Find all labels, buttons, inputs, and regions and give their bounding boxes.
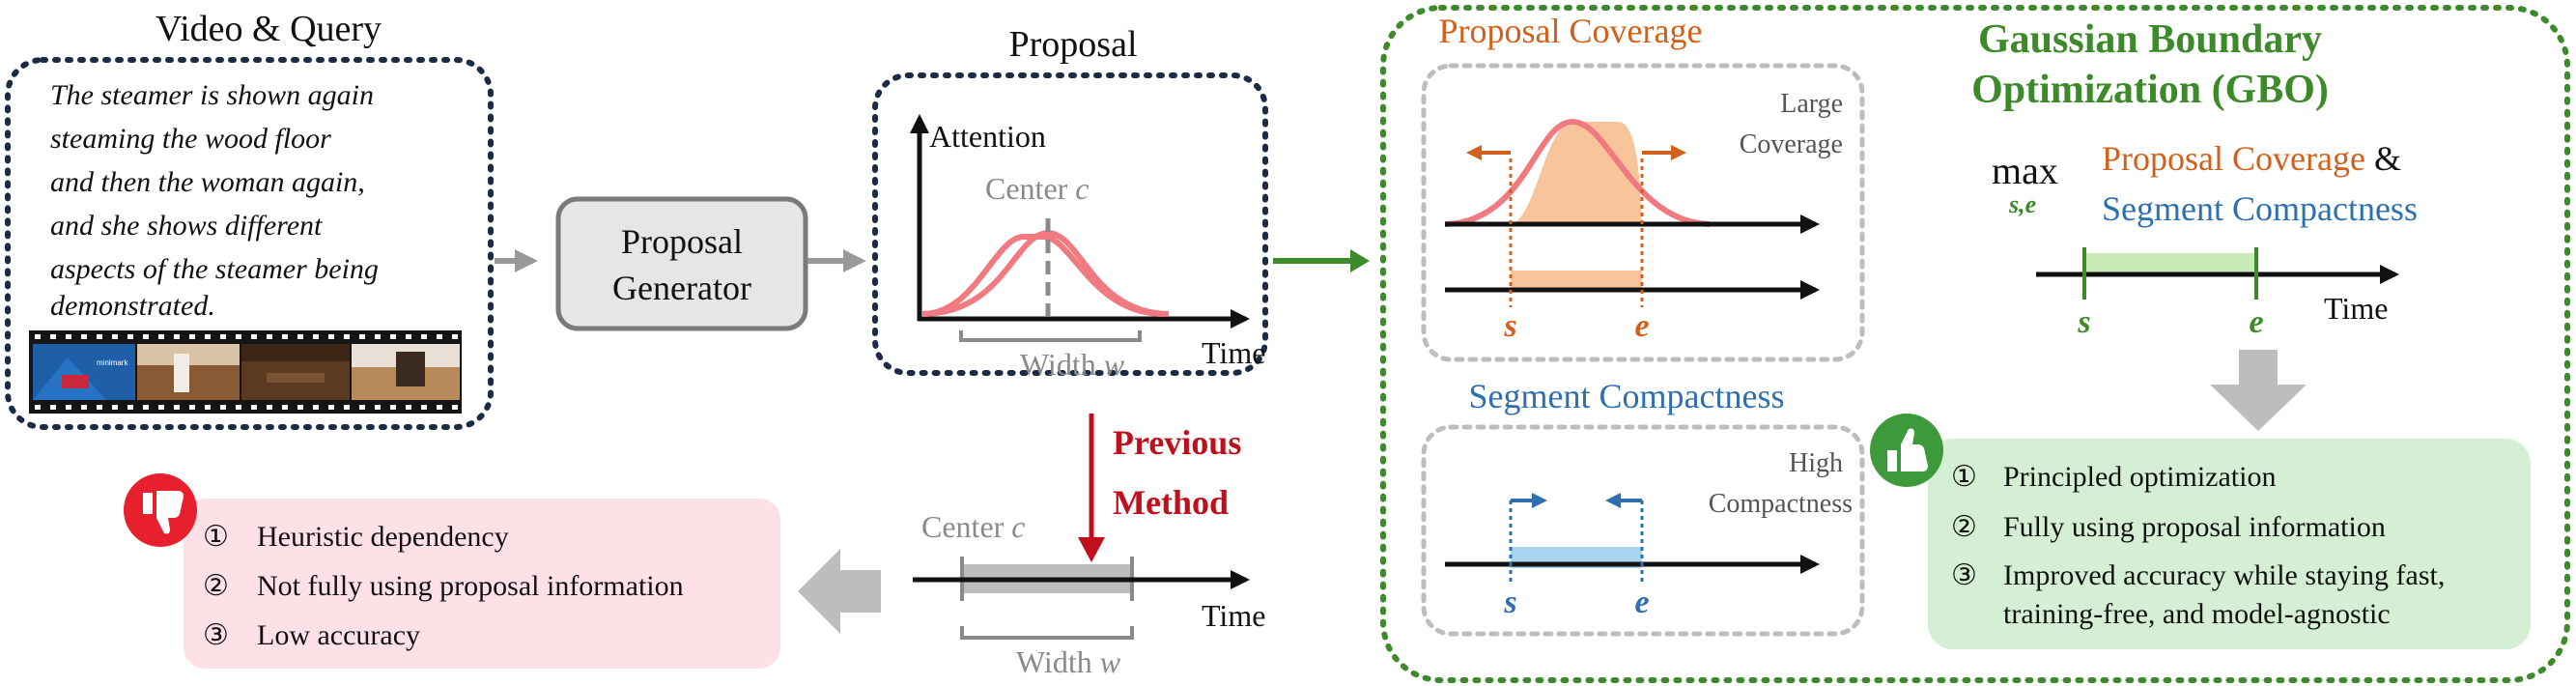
width-label: Width w bbox=[1020, 347, 1125, 382]
compactness-s-label: s bbox=[1503, 585, 1516, 620]
proposal-title: Proposal bbox=[1009, 24, 1138, 65]
cons-text: Low accuracy bbox=[257, 619, 420, 651]
previous-time-label: Time bbox=[1202, 598, 1265, 633]
thumbs-down-icon bbox=[124, 473, 197, 547]
previous-method-label: Method bbox=[1113, 483, 1229, 522]
coverage-label: Coverage bbox=[1740, 129, 1843, 159]
coverage-segment bbox=[1511, 271, 1642, 292]
coverage-gaussian bbox=[1444, 118, 1711, 227]
query-line: The steamer is shown again bbox=[50, 79, 374, 111]
cons-number: ③ bbox=[203, 619, 229, 651]
video-filmstrip: minimark bbox=[29, 330, 462, 414]
gbo-pros-list: ① Principled optimization ② Fully using … bbox=[1951, 461, 2445, 630]
objective-term-compactness: Segment Compactness bbox=[2102, 189, 2418, 228]
video-frame: minimark bbox=[33, 344, 135, 400]
query-line: steaming the wood floor bbox=[50, 123, 331, 155]
proposal-generator-label: Generator bbox=[612, 269, 751, 307]
coverage-label: Large bbox=[1780, 89, 1843, 119]
coverage-s-label: s bbox=[1503, 308, 1516, 344]
gbo-title: Gaussian Boundary bbox=[1978, 17, 2322, 62]
compactness-e-label: e bbox=[1634, 585, 1649, 620]
pros-text: Improved accuracy while staying fast, bbox=[2003, 559, 2445, 591]
video-frame bbox=[352, 344, 460, 400]
cons-number: ② bbox=[203, 570, 229, 602]
center-label: Center c bbox=[985, 171, 1090, 206]
query-text: The steamer is shown again steaming the … bbox=[50, 79, 379, 322]
video-frame bbox=[241, 344, 350, 400]
gbo-e-label: e bbox=[2249, 304, 2263, 340]
video-query-title: Video & Query bbox=[156, 9, 382, 49]
pros-number: ① bbox=[1951, 461, 1977, 493]
proposal-generator-box bbox=[555, 196, 808, 331]
previous-method-arrowhead bbox=[1078, 537, 1105, 562]
gbo-s-label: s bbox=[2077, 304, 2090, 340]
gbo-pros-box bbox=[1928, 439, 2531, 649]
query-line: demonstrated. bbox=[50, 290, 215, 322]
flow-arrowhead-green bbox=[1350, 249, 1370, 272]
arrow-left-icon bbox=[1466, 145, 1482, 160]
coverage-title: Proposal Coverage bbox=[1439, 12, 1703, 50]
objective-subscript: s,e bbox=[2008, 190, 2036, 218]
cons-number: ① bbox=[203, 521, 229, 553]
compactness-box bbox=[1421, 424, 1865, 637]
objective-max: max bbox=[1992, 149, 2058, 192]
coverage-e-label: e bbox=[1634, 308, 1649, 344]
previous-width-label: Width w bbox=[1016, 644, 1121, 679]
thumbs-up-icon bbox=[1870, 414, 1943, 487]
objective-term-coverage: Proposal Coverage & bbox=[2102, 139, 2401, 178]
arrow-right-icon bbox=[1532, 493, 1547, 508]
film-perforations bbox=[35, 334, 458, 410]
width-bracket bbox=[959, 330, 1142, 342]
frame-brand-text: minimark bbox=[97, 358, 128, 367]
gaussian-proposal-curve bbox=[921, 229, 1170, 317]
compactness-label: Compactness bbox=[1709, 489, 1853, 519]
compactness-label: High bbox=[1789, 448, 1843, 478]
cons-text: Heuristic dependency bbox=[257, 521, 509, 553]
attention-axis-label: Attention bbox=[929, 119, 1046, 154]
previous-width-bracket bbox=[960, 626, 1134, 640]
query-line: aspects of the steamer being bbox=[50, 253, 379, 285]
compactness-title: Segment Compactness bbox=[1469, 377, 1785, 415]
gbo-title: Optimization (GBO) bbox=[1971, 68, 2329, 112]
proposal-generator-label: Proposal bbox=[621, 222, 743, 261]
pros-text: training-free, and model-agnostic bbox=[2003, 598, 2391, 630]
previous-method-label: Previous bbox=[1113, 423, 1241, 462]
time-axis-label: Time bbox=[1202, 335, 1265, 370]
previous-cons-box bbox=[184, 499, 780, 669]
query-line: and she shows different bbox=[50, 210, 323, 242]
arrow-right-icon bbox=[1671, 145, 1686, 160]
pros-text: Fully using proposal information bbox=[2003, 511, 2386, 543]
cons-text: Not fully using proposal information bbox=[257, 570, 684, 602]
previous-result-arrow bbox=[798, 549, 881, 634]
query-line: and then the woman again, bbox=[50, 166, 365, 198]
previous-center-label: Center c bbox=[921, 509, 1026, 544]
video-frame bbox=[137, 344, 240, 400]
gbo-result-arrow bbox=[2210, 350, 2307, 431]
arrow-left-icon bbox=[1605, 493, 1621, 508]
pros-number: ③ bbox=[1951, 559, 1977, 591]
pros-text: Principled optimization bbox=[2003, 461, 2276, 493]
gbo-time-label: Time bbox=[2324, 291, 2388, 326]
pros-number: ② bbox=[1951, 511, 1977, 543]
previous-cons-list: ① Heuristic dependency ② Not fully using… bbox=[203, 521, 684, 651]
